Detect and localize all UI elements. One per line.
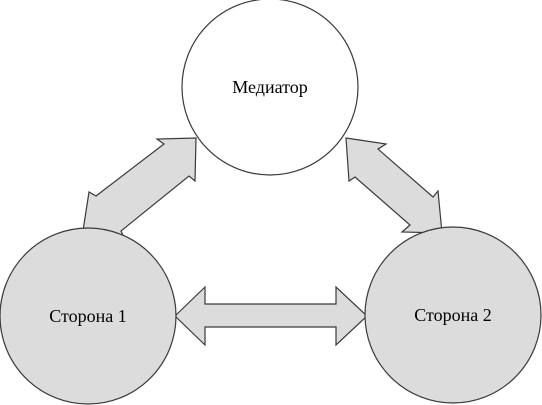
arrow-mediator-party2 [345,137,443,234]
mediator-node: Медиатор [181,0,359,176]
arrow-mediator-party1 [81,137,197,238]
arrow-party1-party2 [174,285,368,347]
party2-node: Сторона 2 [364,226,542,404]
party1-circle [0,227,177,405]
party1-node: Сторона 1 [0,227,177,405]
party2-label: Сторона 2 [414,305,492,325]
party2-circle [364,226,542,404]
mediator-label: Медиатор [232,77,307,97]
party1-label: Сторона 1 [49,306,127,326]
mediator-circle [181,0,359,176]
